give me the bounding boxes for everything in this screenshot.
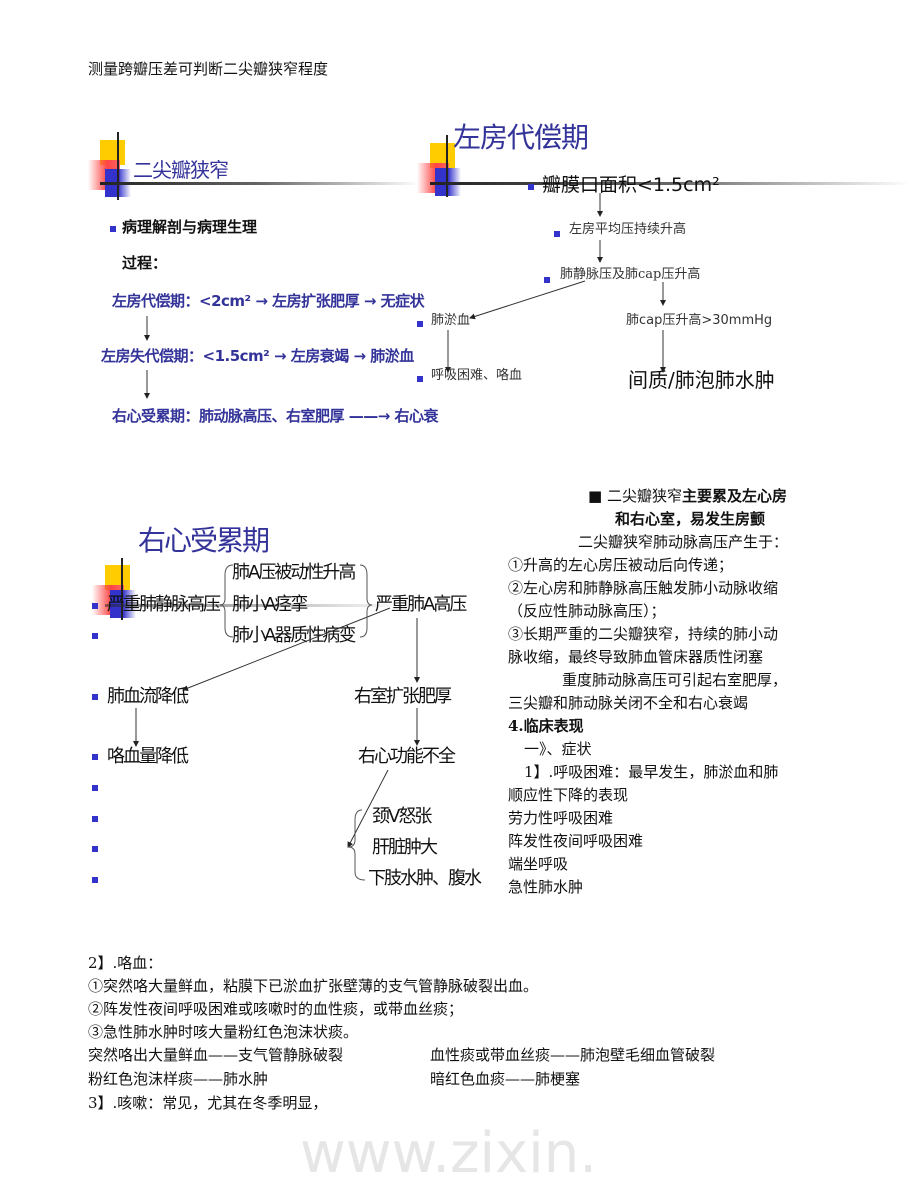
flow-node: 肺静脉压及肺cap压升高 [560, 267, 701, 282]
bullet-icon [92, 603, 98, 609]
flow-node: 间质/肺泡肺水肿 [628, 368, 775, 392]
bullet-icon [92, 877, 98, 883]
bullet-icon [92, 633, 98, 639]
bullet-icon [417, 321, 423, 327]
bullet-icon [92, 785, 98, 791]
bullet-icon [92, 754, 98, 760]
bullet-icon [92, 816, 98, 822]
flow-node: 肝脏肿大 [372, 837, 438, 858]
slide-title: 右心受累期 [138, 524, 270, 557]
text-line: ③急性肺水肿时咳大量粉红色泡沫状痰。 [88, 1023, 359, 1041]
text-line: 二尖瓣狭窄肺动脉高压产生于： [578, 533, 789, 551]
flow-node: 下肢水肿、腹水 [368, 868, 482, 889]
text-line: 一》、症状 [524, 740, 592, 758]
slide-title: 二尖瓣狭窄 [133, 158, 229, 182]
text-line: ③长期严重的二尖瓣狭窄，持续的肺小动 [508, 625, 779, 643]
section-heading: 4.临床表现 [508, 717, 584, 735]
text-line: 三尖瓣和肺动脉关闭不全和右心衰竭 [508, 694, 749, 712]
flow-node: 咯血量降低 [107, 746, 189, 767]
text-line: 1】.呼吸困难：最早发生，肺淤血和肺 [524, 763, 779, 781]
text-line: 暗红色血痰——肺梗塞 [430, 1070, 581, 1088]
text-line: （反应性肺动脉高压）； [508, 602, 666, 620]
bullet-icon [544, 277, 550, 283]
stage-row: 右心受累期：肺动脉高压、右室肥厚 ——→ 右心衰 [112, 407, 439, 425]
text-line: 2】.咯血： [88, 954, 163, 972]
flow-node: 肺cap压升高>30mmHg [626, 313, 773, 328]
text-line: 顺应性下降的表现 [508, 786, 629, 804]
flow-node: 呼吸困难、咯血 [431, 368, 523, 383]
bullet-icon [92, 846, 98, 852]
process-label: 过程： [122, 254, 168, 272]
bullet-icon [528, 184, 534, 190]
flow-node: 肺A压被动性升高 [232, 562, 356, 583]
flow-node: 肺血流降低 [107, 686, 189, 707]
stage-row: 左房失代偿期：<1.5cm² → 左房衰竭 → 肺淤血 [101, 347, 414, 365]
flow-node: 严重肺A高压 [375, 594, 467, 615]
text-line: ①升高的左心房压被动后向传递； [508, 556, 734, 574]
flow-node: 颈V怒张 [372, 806, 432, 827]
text-line: 阵发性夜间呼吸困难 [508, 832, 644, 850]
heading-part: ■ 二尖瓣狭窄 [588, 487, 682, 505]
bullet-text: 病理解剖与病理生理 [122, 218, 258, 236]
heading-part-bold: 主要累及左心房 [681, 487, 787, 505]
text-line: 突然咯出大量鲜血——支气管静脉破裂 [88, 1046, 344, 1064]
flow-node: 左房平均压持续升高 [569, 222, 687, 237]
brace [359, 564, 373, 638]
bullet-icon [554, 231, 560, 237]
bullet-icon [110, 226, 116, 232]
brace [347, 809, 366, 881]
arrow [182, 607, 391, 691]
stage-row: 左房代偿期：<2cm² → 左房扩张肥厚 → 无症状 [112, 292, 425, 310]
text-line: 重度肺动脉高压可引起右室肥厚， [562, 671, 788, 689]
arrow [469, 280, 586, 320]
text-line: 3】.咳嗽：常见，尤其在冬季明显， [88, 1094, 328, 1112]
flow-node: 瓣膜口面积<1.5cm² [542, 174, 720, 196]
text-line: 端坐呼吸 [508, 855, 569, 873]
text-line: ②左心房和肺静脉高压触发肺小动脉收缩 [508, 579, 779, 597]
flow-node: 肺小A痉挛 [232, 594, 308, 615]
text-line: ①突然咯大量鲜血，粘膜下已淤血扩张壁薄的支气管静脉破裂出血。 [88, 977, 539, 995]
arrow [347, 769, 389, 848]
brace [219, 564, 234, 638]
text-line: 脉收缩，最终导致肺血管床器质性闭塞 [508, 648, 764, 666]
flow-node: 严重肺静脉高压 [107, 594, 221, 615]
text-line: 劳力性呼吸困难 [508, 809, 614, 827]
flow-node: 右心功能不全 [358, 746, 456, 767]
page-header: 测量跨瓣压差可判断二尖瓣狭窄程度 [88, 60, 329, 78]
right-heading-line: ■ 二尖瓣狭窄主要累及左心房 [588, 485, 787, 508]
flow-node: 肺小A器质性病变 [232, 625, 356, 646]
bullet-icon [92, 694, 98, 700]
slide-title: 左房代偿期 [453, 121, 589, 154]
right-heading-line: 和右心室，易发生房颤 [615, 510, 766, 528]
text-line: 急性肺水肿 [508, 878, 584, 896]
text-line: 血性痰或带血丝痰——肺泡壁毛细血管破裂 [430, 1046, 716, 1064]
flow-node: 右室扩张肥厚 [354, 686, 452, 707]
flow-node: 肺淤血 [431, 313, 471, 328]
watermark: www.zixin. [300, 1121, 598, 1186]
bullet-icon [417, 376, 423, 382]
text-line: ②阵发性夜间呼吸困难或咳嗽时的血性痰，或带血丝痰； [88, 1000, 464, 1018]
text-line: 粉红色泡沫样痰——肺水肿 [88, 1070, 269, 1088]
